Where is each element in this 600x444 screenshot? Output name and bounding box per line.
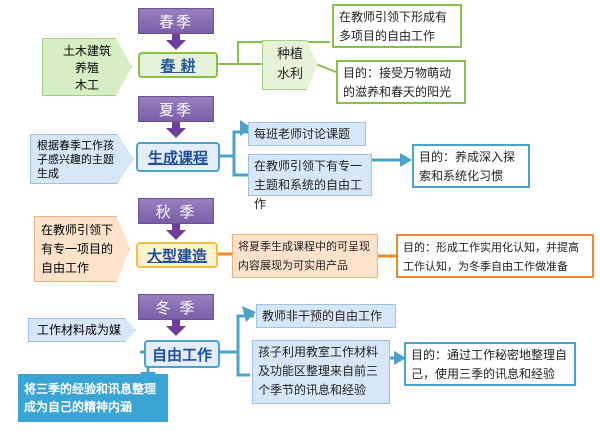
summer-connector-top <box>220 130 250 158</box>
spring-left-item: 养殖 <box>74 61 99 75</box>
spring-left-item: 木工 <box>74 78 99 92</box>
winter-down-stem <box>172 320 180 326</box>
autumn-down-stem <box>172 224 180 230</box>
winter-goal: 目的：通过工作秘密地整理自己，使用三季的讯息和经验 <box>404 342 576 386</box>
winter-arrowhead-top <box>242 306 256 322</box>
summer-note-mid: 在教师引领下有专一主题和系统的自由工作 <box>248 154 372 211</box>
spring-season-label: 春季 <box>138 8 214 34</box>
spring-down-arrow <box>166 40 186 50</box>
spring-top-note: 在教师引领下形成有多项目的自由工作 <box>332 4 462 48</box>
spring-goal: 目的：接受万物萌动的滋养和春天的阳光 <box>336 60 466 104</box>
summer-left-source: 根据春季工作孩子感兴趣的主题生成 <box>30 134 134 184</box>
winter-note-mid: 孩子利用教室工作材料及功能区整理来自前三个季节的讯息和经验 <box>252 340 390 404</box>
spring-mid-item: 种植 <box>276 47 303 62</box>
autumn-note: 将夏季生成课程中的可呈现内容展现为可实用产品 <box>232 234 378 278</box>
spring-left-activities: 土木建筑 养殖 木工 <box>42 38 132 96</box>
spring-mid-activities: 种植 水利 <box>262 40 318 90</box>
summer-down-stem <box>172 122 180 128</box>
winter-center-node: 自由工作 <box>144 340 220 368</box>
winter-connector-mid <box>236 352 250 377</box>
spring-left-item: 土木建筑 <box>62 44 111 58</box>
summer-connector-mid <box>232 156 250 177</box>
autumn-left-source: 在教师引领下有专一项目的自由工作 <box>34 216 130 282</box>
summer-season-label: 夏季 <box>138 96 214 122</box>
autumn-goal: 目的：形成工作实用化认知，并提高工作认知，为冬季自由工作做准备 <box>396 234 594 278</box>
summer-arrowhead-top <box>240 120 252 136</box>
autumn-season-label: 秋 季 <box>138 198 214 224</box>
spring-mid-item: 水利 <box>276 67 303 82</box>
autumn-center-node: 大型建造 <box>136 242 218 268</box>
winter-connector-top <box>218 314 254 354</box>
spring-center-node: 春 耕 <box>138 52 218 78</box>
summer-center-node: 生成课程 <box>136 142 220 172</box>
winter-bottom-summary: 将三季的经验和讯息整理成为自己的精神内涵 <box>18 374 168 422</box>
winter-note-top: 教师非干预的自由工作 <box>256 304 396 328</box>
summer-arrowhead-goal <box>400 153 412 167</box>
winter-left-source: 工作材料成为媒介 <box>28 318 136 342</box>
winter-arrowhead-goal <box>394 351 406 365</box>
winter-season-label: 冬 季 <box>138 294 214 320</box>
autumn-down-arrow <box>166 230 186 240</box>
spring-connector-goal <box>315 63 337 73</box>
summer-note-top: 每班老师讨论课题 <box>248 122 366 146</box>
summer-goal: 目的：养成深入探索和系统化习惯 <box>412 144 530 188</box>
spring-down-stem <box>172 34 180 40</box>
winter-down-arrow <box>166 326 186 336</box>
summer-down-arrow <box>166 128 186 138</box>
